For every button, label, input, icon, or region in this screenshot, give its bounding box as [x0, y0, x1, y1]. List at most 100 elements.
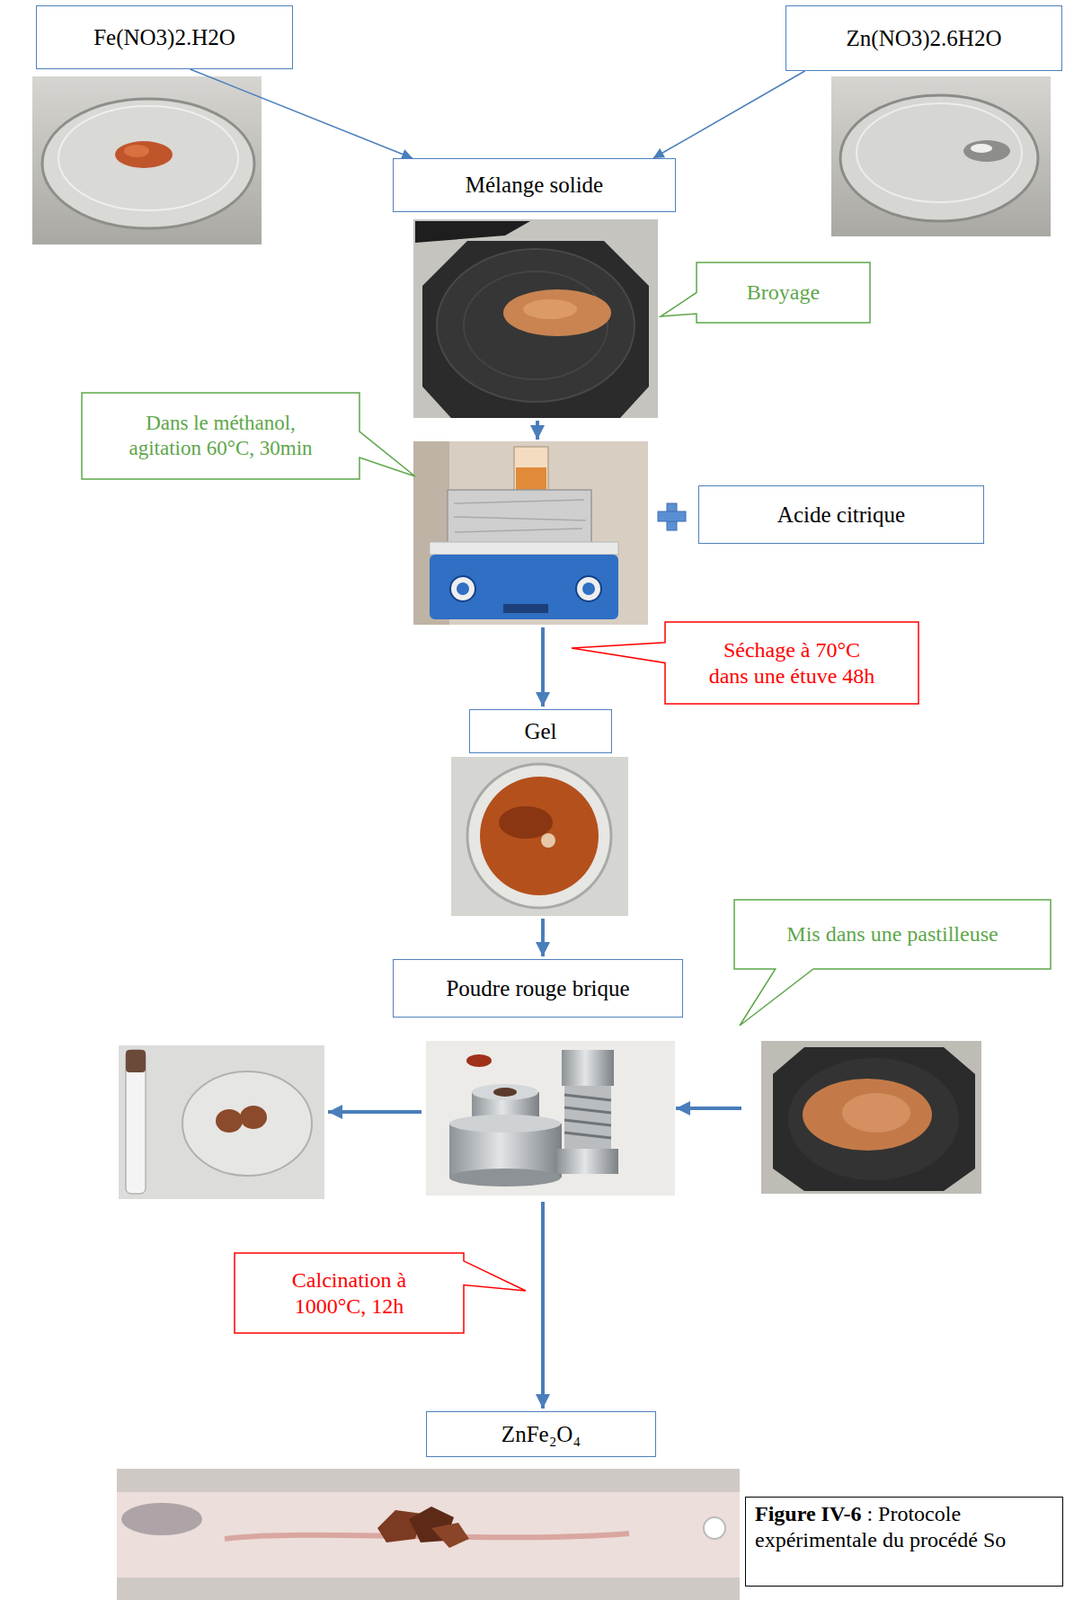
red-powder-light [124, 144, 150, 158]
petri-dish [840, 95, 1039, 222]
pressed-powder [842, 1092, 911, 1133]
hotplate-body [429, 554, 619, 620]
ferrite-fragment [431, 1522, 470, 1548]
plus-bar [657, 511, 686, 522]
callout-box: Broyage [696, 262, 870, 323]
zinc-ferrite-photo [116, 1468, 740, 1600]
node-label: Acide citrique [777, 501, 906, 529]
photo-ground [413, 219, 658, 418]
alumina-boat [116, 1491, 740, 1578]
callout-box: Calcination à 1000°C, 12h [234, 1252, 464, 1333]
pellet [239, 1105, 267, 1129]
callout-box: Dans le méthanol, agitation 60°C, 30min [81, 392, 360, 480]
photo-ground [32, 76, 262, 245]
node-label: Gel [523, 718, 557, 746]
red-powder [115, 141, 173, 169]
caption-box: Figure IV-6: Protocole expérimentale du … [745, 1496, 1064, 1587]
plunger-head [561, 1049, 614, 1086]
callout-box: Séchage à 70°C dans une étuve 48h [665, 621, 919, 704]
gel [479, 776, 599, 896]
photo-ground [426, 1040, 675, 1196]
aluminium-foil [447, 489, 592, 544]
plus-sign [657, 503, 686, 531]
hotplate-stirrer-photo [413, 441, 648, 625]
node-label: Dans le méthanol, agitation 60°C, 30min [119, 410, 322, 461]
petri-dish [42, 98, 255, 229]
process-box: Mélange solide [392, 158, 676, 213]
node-label: Séchage à 70°C dans une étuve 48h [705, 637, 879, 690]
photo-ground [413, 441, 648, 625]
mortar-bowl [788, 1057, 959, 1181]
red-powder [466, 1054, 492, 1067]
orange-powder-light [523, 299, 577, 320]
process-box: Fe(NO3)2.H2O [35, 5, 293, 70]
callout-box: Mis dans une pastilleuse [734, 899, 1051, 969]
pellets-photo [118, 1045, 325, 1199]
node-label: Zn(NO3)2.6H2O [846, 25, 1003, 53]
flow-connector [190, 69, 413, 159]
photo-ground [451, 756, 629, 916]
stir-knob [576, 576, 602, 602]
photo-ground [831, 76, 1051, 237]
die-top [471, 1083, 539, 1101]
beaker [514, 446, 549, 492]
tube-cap [125, 1049, 146, 1073]
plunger-base [557, 1148, 619, 1174]
node-label: Poudre rouge brique [445, 975, 630, 1003]
white-crystals-light [970, 143, 993, 153]
callout-outline [81, 392, 360, 480]
flow-arrow [541, 1201, 545, 1409]
mortar-bowl [436, 248, 635, 402]
node-label: Calcination à 1000°C, 12h [276, 1267, 422, 1320]
callout-shape [734, 899, 1051, 1026]
photo-ground [116, 1468, 740, 1600]
dish-rim [58, 106, 239, 211]
process-box: Zn(NO3)2.6H2O [785, 5, 1063, 71]
figure-number: Figure IV-6 [754, 1501, 861, 1526]
spring-housing [564, 1085, 612, 1149]
flow-connector [653, 71, 806, 159]
process-box: Acide citrique [698, 485, 985, 544]
gel-photo [451, 756, 629, 916]
flow-arrow [541, 918, 545, 957]
gel-dark [498, 806, 553, 839]
photo-ground [761, 1040, 982, 1194]
dish-rim [856, 103, 1022, 203]
foil-creases [453, 499, 586, 533]
gel-bubble [541, 833, 556, 848]
pellet [215, 1109, 243, 1133]
pestle [415, 221, 531, 243]
pellet-press-photo [426, 1040, 675, 1196]
orange-solution [515, 467, 547, 491]
die-base-top [449, 1114, 561, 1133]
mortar [422, 240, 649, 418]
iron-nitrate-photo [32, 76, 262, 245]
callout-outline [665, 621, 919, 704]
node-label: Mis dans une pastilleuse [786, 921, 998, 948]
process-box: ZnFe₂O₄ [426, 1411, 657, 1457]
callout-shape [571, 621, 919, 704]
callout-shape [660, 262, 870, 323]
petri-dish [182, 1071, 312, 1176]
die-base-bottom [449, 1168, 561, 1187]
photo-ground [118, 1045, 325, 1199]
heat-knob [450, 576, 476, 602]
orange-powder [802, 1078, 932, 1151]
flow-arrow [675, 1106, 742, 1110]
flow-arrow [328, 1109, 422, 1114]
node-label: ZnFe₂O₄ [501, 1420, 581, 1448]
beaker [467, 763, 612, 908]
mortar-photo [413, 219, 658, 418]
node-label: Broyage [746, 279, 820, 306]
callout-shape [81, 392, 416, 480]
node-label: Mélange solide [465, 171, 604, 199]
boat-hole [703, 1517, 726, 1539]
hotplate-top [429, 541, 619, 555]
flow-arrow [535, 420, 540, 440]
spring [564, 1094, 612, 1138]
white-crystals [963, 140, 1011, 162]
process-box: Gel [469, 709, 613, 754]
